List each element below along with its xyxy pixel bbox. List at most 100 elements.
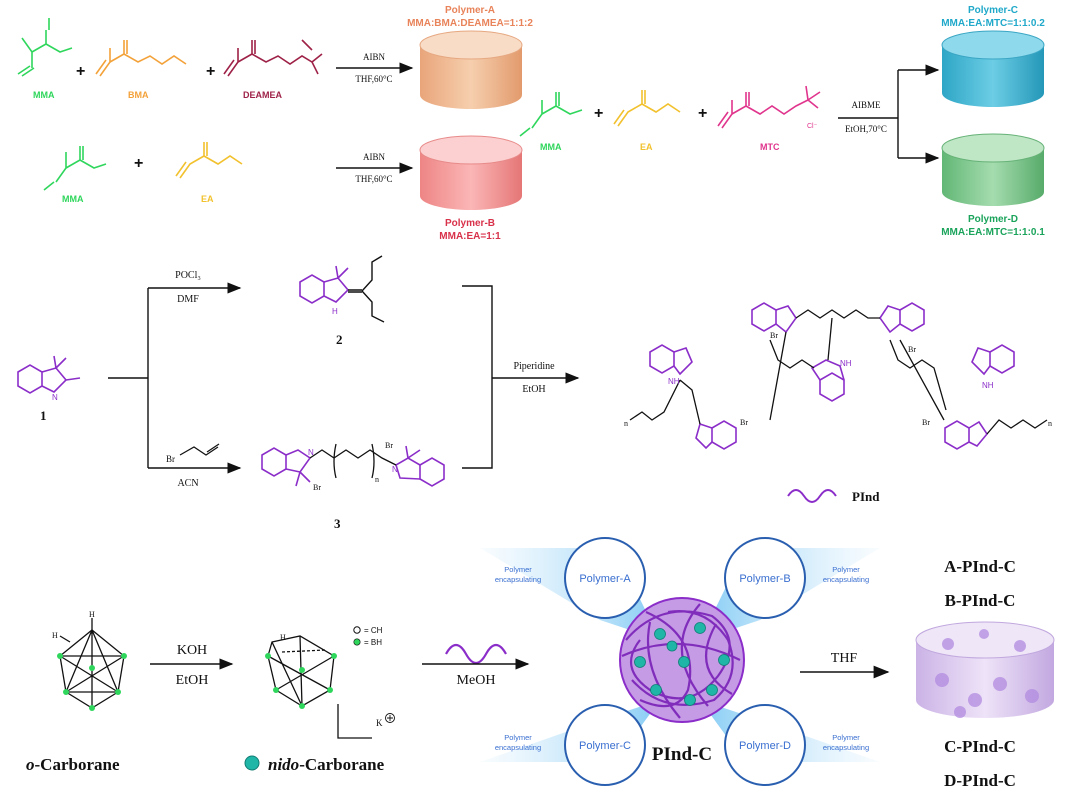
condition-acn: ACN (177, 478, 198, 489)
compound-2-label: 2 (336, 332, 343, 347)
condition-pocl3: POCl₃ (175, 270, 201, 281)
pind-wave-icon (445, 643, 507, 665)
deamea-label: DEAMEA (243, 90, 283, 100)
encapsulating-caption-c1: Polymer (504, 733, 532, 742)
polymer-b-ratio: MMA:EA=1:1 (439, 231, 501, 242)
condition-thf: THF,60°C (355, 174, 392, 184)
ea-structure-row2 (175, 142, 243, 179)
bubble-d-label: Polymer-D (739, 740, 791, 752)
n-atom-3b: N (392, 465, 398, 474)
product-c-label: C-PInd-C (944, 737, 1016, 756)
product-a-label: A-PInd-C (944, 557, 1016, 576)
br-counterion: Br (313, 483, 321, 492)
bubble-polymer-d: Polymer-D (724, 704, 806, 786)
nh-atom: NH (668, 377, 680, 386)
polymer-synthesis-section: MMA + BMA + DEAMEA AIBN THF,60°C Polymer… (17, 5, 1045, 242)
polymer-d-title: Polymer-D (968, 214, 1018, 225)
bubble-c-label: Polymer-C (579, 740, 631, 752)
pind-polymer-structure (649, 302, 1015, 450)
plus-charge-icon (385, 713, 395, 723)
compound-2-aldehydes (348, 255, 385, 323)
encapsulated-particles (935, 629, 1039, 718)
polymer-d-cylinder (941, 133, 1045, 206)
pind-c-label: PInd-C (652, 744, 712, 765)
polymer-c-ratio: MMA:EA:MTC=1:1:0.2 (941, 18, 1045, 29)
bh-legend-label: = BH (364, 638, 382, 647)
pind-synthesis-section: N 1 POCl₃ DMF Br ACN H 2 (17, 255, 1052, 531)
polymer-c-title: Polymer-C (968, 5, 1018, 16)
polymer-a-title: Polymer-A (445, 5, 495, 16)
n-atom-1: N (52, 393, 58, 402)
nh-atom: NH (840, 359, 852, 368)
mma-label-row3: MMA (540, 142, 562, 152)
n-subscript: n (375, 475, 379, 484)
encapsulating-caption-a1: Polymer (504, 565, 532, 574)
bromide-reagent: Br (166, 454, 175, 464)
ea-label-row3: EA (640, 142, 653, 152)
encapsulation-section: H H KOH EtOH H K = CH = BH MeOH o-Carbor… (26, 537, 1055, 790)
join-bracket (462, 285, 580, 469)
condition-thf: THF (831, 651, 858, 666)
mma-structure-row2 (43, 146, 107, 191)
mma-label-row1: MMA (33, 90, 55, 100)
condition-meoh: MeOH (457, 673, 496, 688)
encapsulating-caption-a2: encapsulating (495, 575, 541, 584)
mma-label-row2: MMA (62, 194, 84, 204)
bubble-polymer-a: Polymer-A (564, 537, 646, 619)
bracket-corner (337, 704, 372, 739)
polymer-b-title: Polymer-B (445, 218, 495, 229)
o-carborane-label: o-Carborane (26, 755, 120, 774)
polymer-c-cylinder (941, 30, 1045, 107)
br-counterion: Br (740, 418, 748, 427)
mtc-label: MTC (760, 142, 780, 152)
pind-legend-label: PInd (852, 489, 880, 504)
condition-piperidine: Piperidine (513, 361, 555, 372)
compound-1-label: 1 (40, 408, 47, 423)
ea-structure-row3 (613, 90, 681, 127)
condition-dmf: DMF (177, 294, 199, 305)
compound-1-structure (17, 355, 81, 394)
o-carborane-bh-dots (57, 653, 127, 711)
br-counterion: Br (385, 441, 393, 450)
condition-aibme: AIBME (852, 100, 882, 110)
bma-label: BMA (128, 90, 149, 100)
branch-lines (108, 282, 242, 474)
encapsulating-caption-b2: encapsulating (823, 575, 869, 584)
nido-carborane-label: nido-Carborane (268, 755, 385, 774)
bubble-b-label: Polymer-B (739, 573, 790, 585)
encapsulating-caption-b1: Polymer (832, 565, 860, 574)
ch-legend-icon (353, 626, 361, 634)
n-atom-3a: N (308, 448, 314, 457)
condition-aibn: AIBN (363, 52, 385, 62)
compound-3-linker (309, 443, 397, 479)
condition-etoh: EtOH (176, 673, 209, 688)
ch-legend-label: = CH (364, 626, 383, 635)
nh-atom-2: H (332, 307, 338, 316)
bubble-polymer-c: Polymer-C (564, 704, 646, 786)
h-atom: H (89, 610, 95, 619)
nido-carborane-bh-dots (265, 653, 337, 709)
h-atom: H (52, 631, 58, 640)
polymer-d-ratio: MMA:EA:MTC=1:1:0.1 (941, 227, 1045, 238)
product-b-label: B-PInd-C (945, 591, 1016, 610)
final-product-cylinder (915, 621, 1055, 718)
bubble-a-label: Polymer-A (579, 573, 631, 585)
plus-sign: + (698, 105, 707, 122)
bubble-polymer-b: Polymer-B (724, 537, 806, 619)
condition-koh: KOH (177, 643, 207, 658)
pind-c-nanoparticle (619, 597, 745, 723)
condition-etoh: EtOH (522, 384, 545, 395)
allyl-bromide-structure (179, 443, 220, 456)
bma-structure (95, 40, 187, 77)
pind-wave-icon (787, 489, 837, 503)
compound-2-structure (299, 265, 350, 304)
nido-legend-icon (244, 755, 260, 771)
br-counterion: Br (770, 331, 778, 340)
plus-charge-mark (387, 715, 393, 721)
n-subscript: n (624, 419, 628, 428)
plus-sign: + (76, 63, 85, 80)
pind-backbone (629, 309, 1048, 435)
o-carborane-cage (59, 618, 125, 709)
condition-etoh: EtOH,70°C (845, 124, 887, 134)
chloride-counterion: Cl⁻ (807, 123, 818, 130)
